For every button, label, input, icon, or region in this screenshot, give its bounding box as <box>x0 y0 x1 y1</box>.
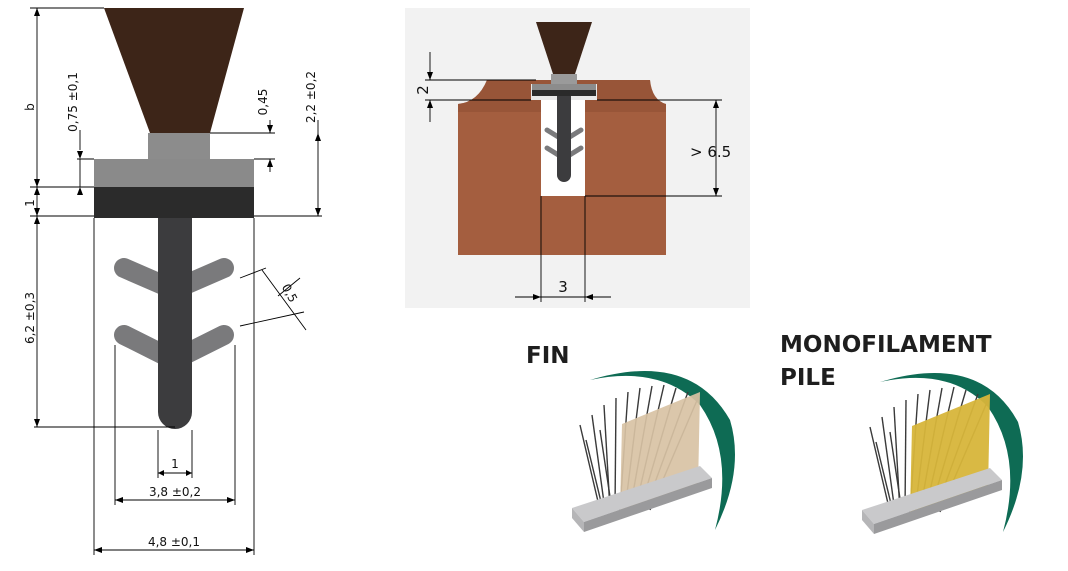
brush-collar <box>148 133 210 159</box>
brush-tuft <box>104 8 244 133</box>
dim-stem-width: 1 <box>171 457 179 471</box>
dim-stem-length: 6,2 ±0,3 <box>23 292 37 344</box>
dim-barb-thickness: 0,5 <box>279 281 300 304</box>
dim-head-height: 2,2 ±0,2 <box>304 71 318 123</box>
dim-b: b <box>23 103 37 111</box>
base-plate-light <box>94 159 254 187</box>
dim-barb-span: 3,8 ±0,2 <box>149 485 201 499</box>
groove-arrowheads <box>427 72 719 300</box>
dim-groove-width: 3 <box>558 278 568 296</box>
stem <box>158 218 192 429</box>
carrier-rail <box>572 466 712 522</box>
groove-drawing: 2 > 6.5 3 <box>405 8 750 308</box>
dim-overall-width: 4,8 ±0,1 <box>148 535 200 549</box>
variant-label-monofilament-line1: MONOFILAMENT <box>780 332 992 358</box>
dim-top-flange: 0,75 ±0,1 <box>66 72 80 132</box>
mini-brush <box>536 22 592 74</box>
dim-neck: 0,45 <box>256 89 270 116</box>
dim-base-plate: 1 <box>23 199 37 207</box>
dim-groove-depth: > 6.5 <box>690 143 731 161</box>
variant-fin: FIN <box>526 343 735 532</box>
profile-drawing: b 0,75 ±0,1 0,45 2,2 ±0,2 1 6,2 ±0,3 0,5… <box>23 7 322 555</box>
variant-arc <box>590 371 735 530</box>
mini-stem <box>557 96 571 182</box>
base-plate-dark <box>94 187 254 218</box>
profile-arrowheads <box>34 8 321 553</box>
carrier-rail <box>862 468 1002 524</box>
variant-monofilament: MONOFILAMENT PILE <box>780 332 1023 534</box>
profile-dimension-lines <box>30 7 322 555</box>
variant-label-monofilament-line2: PILE <box>780 365 836 391</box>
variant-label-fin: FIN <box>526 343 570 369</box>
variant-arc <box>880 373 1023 532</box>
dim-top-gap: 2 <box>414 85 432 95</box>
